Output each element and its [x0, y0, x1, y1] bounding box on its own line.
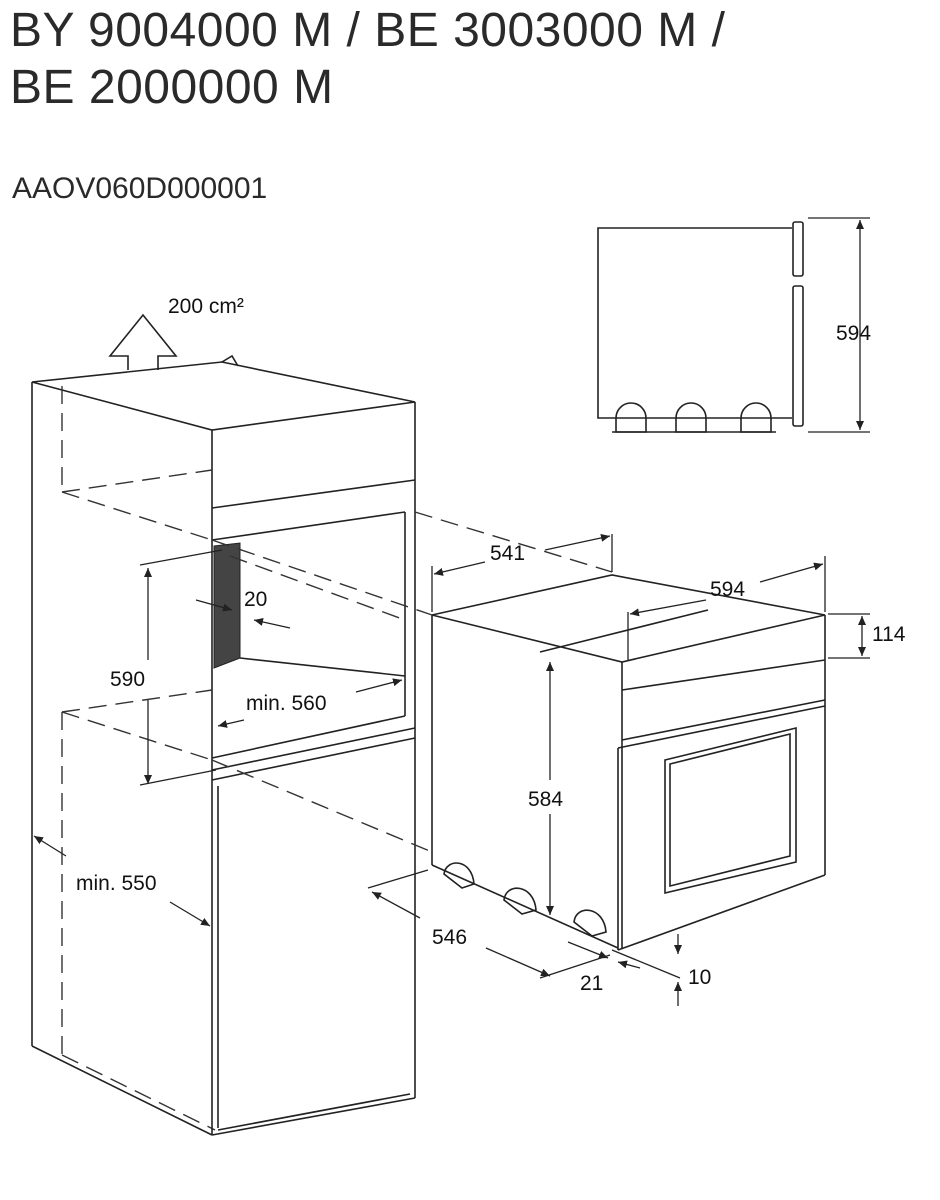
title-line-2: BE 2000000 M — [10, 61, 334, 114]
side-view-foot-2 — [675, 402, 707, 433]
side-view-foot-1 — [615, 402, 647, 433]
vent-arrow: 200 cm² — [108, 295, 244, 370]
dim-label-584: 584 — [528, 788, 563, 811]
side-view-foot-3 — [740, 402, 772, 433]
oven — [431, 574, 826, 951]
side-view: 594 — [597, 217, 871, 433]
dim-label-min-560: min. 560 — [246, 692, 327, 715]
dim-label-594: 594 — [710, 578, 745, 601]
oven-foot-2 — [503, 887, 537, 915]
dim-label-10: 10 — [688, 966, 711, 989]
side-view-door — [792, 285, 804, 427]
dim-label-min-550: min. 550 — [76, 872, 157, 895]
dim-label-590: 590 — [110, 668, 145, 691]
title-line-1: BY 9004000 M / BE 3003000 M / — [10, 4, 726, 57]
dim-label-21: 21 — [580, 972, 603, 995]
side-view-handle-upper — [792, 221, 804, 277]
cabinet — [31, 354, 613, 1136]
document-code: AAOV060D000001 — [12, 172, 268, 205]
page-title: BY 9004000 M / BE 3003000 M / BE 2000000… — [10, 2, 725, 116]
oven-window — [664, 726, 797, 895]
dim-label-20: 20 — [244, 588, 267, 611]
oven-foot-1 — [443, 862, 475, 889]
oven-foot-3 — [573, 909, 607, 937]
dim-label-541: 541 — [490, 542, 525, 565]
vent-label: 200 cm² — [168, 295, 244, 318]
dim-label-546: 546 — [432, 926, 467, 949]
dim-label-114: 114 — [872, 623, 906, 646]
dimensions: 541 594 114 20 590 min. 560 584 min — [33, 533, 906, 1006]
dim-label-594-side: 594 — [836, 322, 871, 345]
arrow-up-icon — [108, 313, 178, 370]
